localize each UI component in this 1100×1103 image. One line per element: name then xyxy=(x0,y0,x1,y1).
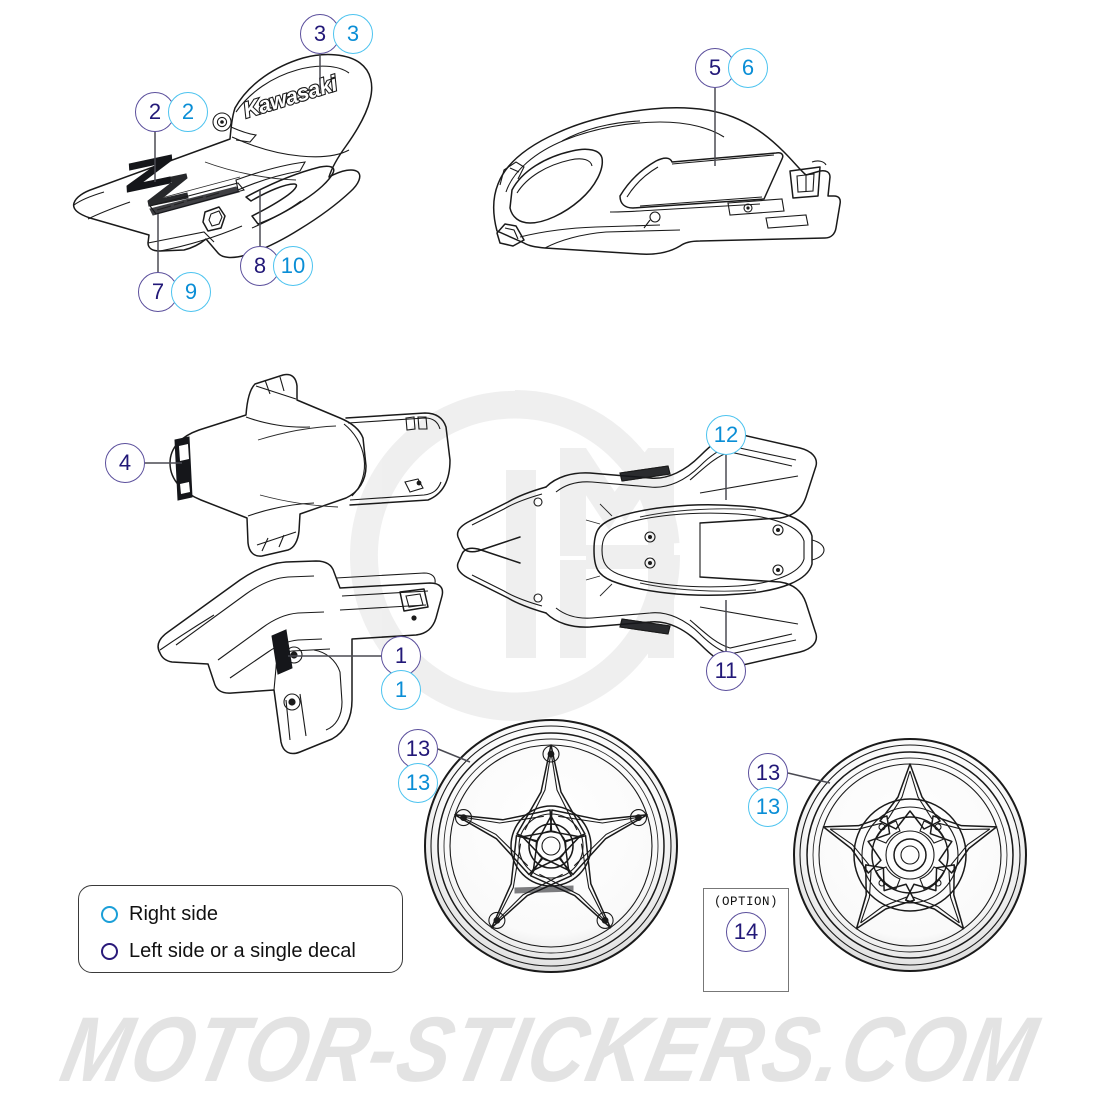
part-tail-cowl: Kawasaki xyxy=(72,53,373,259)
callout-number: 9 xyxy=(184,279,198,304)
callout-number: 2 xyxy=(181,99,195,124)
part-rear-wheel xyxy=(793,738,1027,972)
callout-4-left[interactable]: 4 xyxy=(105,443,145,483)
part-fuel-tank-cover xyxy=(493,107,841,255)
callout-number: 13 xyxy=(405,770,431,795)
callout-9-right[interactable]: 9 xyxy=(171,272,211,312)
callout-1-left[interactable]: 1 xyxy=(381,636,421,676)
callout-number: 6 xyxy=(741,55,755,80)
legend-box: Right side Left side or a single decal xyxy=(78,885,403,973)
callout-14[interactable]: 14 xyxy=(726,912,766,952)
legend-row-left-side: Left side or a single decal xyxy=(101,933,402,970)
legend-label-left-side: Left side or a single decal xyxy=(129,940,356,962)
left-side-circle-icon xyxy=(101,943,118,960)
part-seat-cowl xyxy=(456,432,825,668)
callout-13-right[interactable]: 13 xyxy=(748,787,788,827)
callout-13-right[interactable]: 13 xyxy=(398,763,438,803)
part-front-fender xyxy=(169,373,451,557)
callout-number: 13 xyxy=(405,736,431,761)
callout-number: 2 xyxy=(148,99,162,124)
callout-number: 13 xyxy=(755,760,781,785)
callout-13-left[interactable]: 13 xyxy=(748,753,788,793)
tank-slot-detail xyxy=(727,198,785,216)
callout-number: 7 xyxy=(151,279,165,304)
right-side-circle-icon xyxy=(101,906,118,923)
decal-z-logo xyxy=(126,154,189,207)
part-side-shroud xyxy=(157,560,444,755)
legend-row-right-side: Right side xyxy=(101,896,402,933)
callout-2-right[interactable]: 2 xyxy=(168,92,208,132)
callout-12-right[interactable]: 12 xyxy=(706,415,746,455)
footer-watermark: MOTOR-STICKERS.COM xyxy=(0,998,1100,1100)
callout-number: 5 xyxy=(708,55,722,80)
decal-kawasaki-logo: Kawasaki xyxy=(239,69,342,124)
callout-number: 10 xyxy=(280,253,306,278)
callout-number: 11 xyxy=(714,658,738,683)
callout-number: 3 xyxy=(313,21,327,46)
callout-number: 1 xyxy=(394,677,408,702)
callout-number: 12 xyxy=(713,422,739,447)
legend-label-right-side: Right side xyxy=(129,903,218,925)
callout-3-right[interactable]: 3 xyxy=(333,14,373,54)
callout-8-left[interactable]: 8 xyxy=(240,246,280,286)
footer-watermark-text: MOTOR-STICKERS.COM xyxy=(53,998,1048,1101)
leader-lines xyxy=(145,54,831,952)
decal-front-fender xyxy=(174,436,193,501)
callout-6-right[interactable]: 6 xyxy=(728,48,768,88)
callout-number: 13 xyxy=(755,794,781,819)
callout-number: 8 xyxy=(253,253,267,278)
callout-14-number: 14 xyxy=(733,919,759,944)
part-front-wheel xyxy=(424,719,678,973)
option-box-label: (OPTION) xyxy=(713,895,778,909)
callout-number: 4 xyxy=(118,450,132,475)
callout-10-right[interactable]: 10 xyxy=(273,246,313,286)
callout-13-left[interactable]: 13 xyxy=(398,729,438,769)
callout-number: 1 xyxy=(394,643,408,668)
callout-number: 3 xyxy=(346,21,360,46)
fender-vent-slots xyxy=(405,416,428,431)
callout-1-right[interactable]: 1 xyxy=(381,670,421,710)
callout-11-left[interactable]: 11 xyxy=(706,651,746,691)
svg-text:Kawasaki: Kawasaki xyxy=(240,70,341,122)
